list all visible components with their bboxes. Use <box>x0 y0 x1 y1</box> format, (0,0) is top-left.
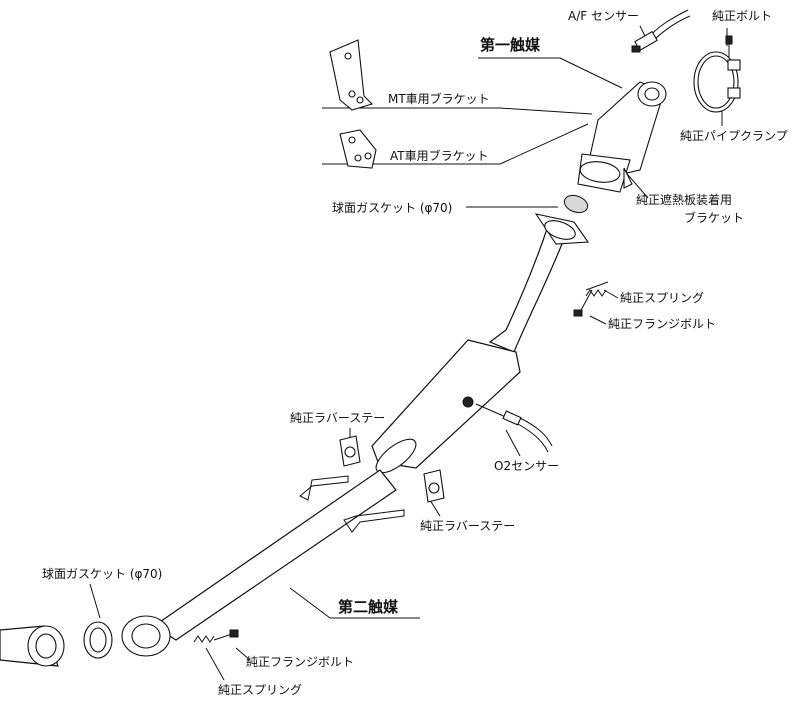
af-sensor-part <box>631 9 691 53</box>
heat-shield-bracket-label-line2: ブラケット <box>684 211 745 225</box>
first-catalyst-label: 第一触媒 <box>480 36 541 54</box>
pipe-clamp-part <box>693 51 741 113</box>
genuine-bolt-part <box>725 35 733 58</box>
spherical-gasket-top-label: 球面ガスケット (φ70) <box>332 201 453 215</box>
rubber-stay-left-label: 純正ラバーステー <box>290 411 386 425</box>
heat-shield-bracket-label-line1: 純正遮熱板装着用 <box>636 193 733 207</box>
o2-sensor-label: O2センサー <box>494 459 560 473</box>
rubber-stay-left-part <box>339 435 361 467</box>
spring-top-part <box>585 281 609 297</box>
genuine-bolt-label: 純正ボルト <box>712 9 773 23</box>
mt-bracket-label: MT車用ブラケット <box>388 92 490 106</box>
af-sensor-label: A/F センサー <box>568 9 639 23</box>
first-catalyst-part <box>577 81 667 193</box>
flange-bolt-bottom-part <box>213 629 239 641</box>
second-catalyst-label: 第二触媒 <box>338 598 399 616</box>
front-flange <box>534 213 590 245</box>
rubber-stay-right-label: 純正ラバーステー <box>420 519 516 533</box>
spherical-gasket-bottom-part <box>83 621 113 659</box>
genuine-flange-bolt-top-label: 純正フランジボルト <box>608 317 717 331</box>
o2-sensor-part <box>475 403 553 453</box>
at-bracket-label: AT車用ブラケット <box>390 149 489 163</box>
second-catalyst-pipe <box>121 225 567 657</box>
genuine-spring-top-label: 純正スプリング <box>620 291 705 305</box>
spring-bottom-part <box>193 635 215 643</box>
hanger-rods <box>299 475 405 533</box>
at-bracket-part <box>339 129 377 169</box>
spherical-gasket-top-part <box>563 194 589 214</box>
genuine-pipe-clamp-label: 純正パイプクランプ <box>680 129 788 143</box>
rubber-stay-right-part <box>423 469 445 503</box>
genuine-flange-bolt-bottom-label: 純正フランジボルト <box>246 655 355 669</box>
mt-bracket-part <box>329 39 374 111</box>
rear-pipe-stub <box>0 625 65 667</box>
genuine-spring-bottom-label: 純正スプリング <box>218 683 303 697</box>
spherical-gasket-bottom-label: 球面ガスケット (φ70) <box>42 567 163 581</box>
flange-bolt-top-part <box>573 289 593 317</box>
